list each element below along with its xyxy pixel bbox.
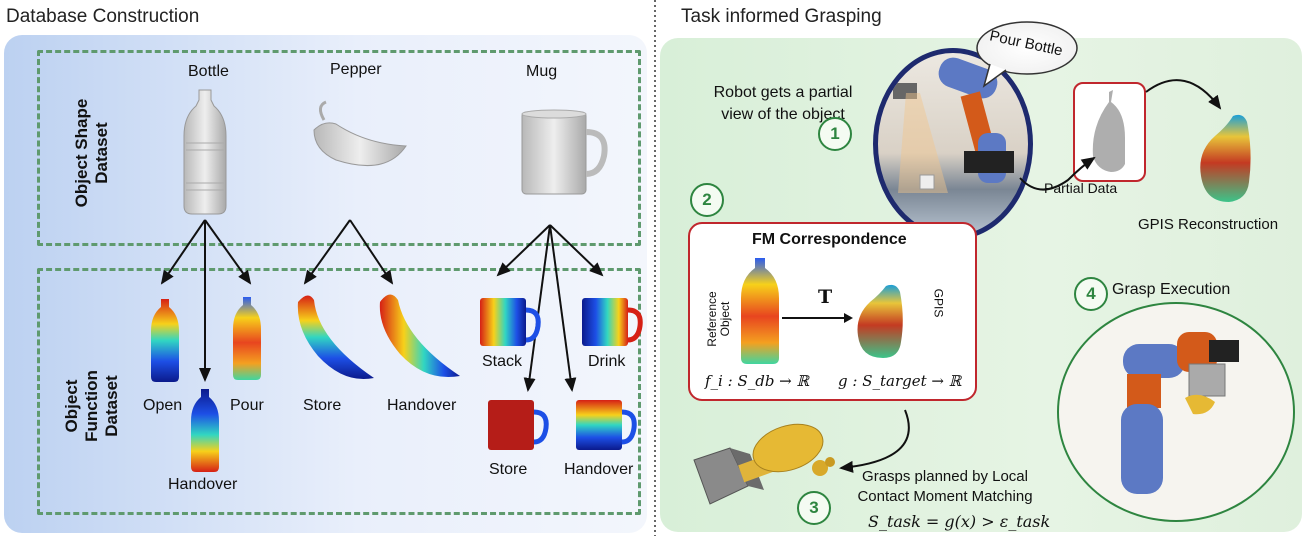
robot-arm-icon — [893, 57, 1014, 193]
section-divider — [654, 0, 656, 536]
step-3-circle: 3 — [797, 491, 831, 525]
task-informed-grasping-title: Task informed Grasping — [681, 6, 882, 27]
pipeline-arrows — [839, 79, 1222, 473]
grasp-execution-label: Grasp Execution — [1112, 281, 1231, 298]
robot-view-ellipse — [873, 48, 1033, 240]
bottle-shape — [183, 89, 227, 215]
database-construction-title: Database Construction — [6, 6, 200, 27]
object-function-dataset-label: Object Function Dataset — [62, 370, 121, 442]
speech-bubble — [976, 21, 1078, 88]
f-equation: f_i : S_db → ℝ — [705, 372, 809, 390]
gpis-reconstruction-shape — [1200, 114, 1251, 202]
reference-object-label: Reference Object — [705, 291, 732, 347]
database-arrows — [160, 219, 604, 392]
task-equation: S_task = g(x) > ε_task — [868, 512, 1051, 531]
pepper-shape — [313, 100, 407, 166]
bottle-pour-heatmap — [233, 297, 261, 380]
fm-correspondence-box — [688, 222, 977, 401]
transform-symbol: T — [818, 286, 833, 308]
gripper-3d-icon — [693, 423, 835, 505]
bottle-open-heatmap — [151, 299, 179, 382]
step-4-circle: 4 — [1074, 277, 1108, 311]
mug-shape — [521, 109, 608, 195]
gpis-reconstruction-label: GPIS Reconstruction — [1138, 216, 1279, 233]
mug-label: Mug — [526, 63, 558, 80]
mug-store-label: Store — [489, 461, 528, 478]
mug-stack-heatmap — [480, 298, 541, 346]
g-equation: g : S_target → ℝ — [838, 372, 962, 390]
pepper-store-label: Store — [303, 397, 342, 414]
mug-handover-heatmap — [576, 400, 637, 450]
pepper-handover-label: Handover — [387, 397, 457, 414]
transform-arrow — [782, 313, 853, 323]
gpis-label: GPIS — [931, 288, 946, 318]
pepper-store-heatmap — [297, 295, 374, 380]
step-2-circle: 2 — [690, 183, 724, 217]
mug-drink-label: Drink — [588, 353, 626, 370]
bottle-label: Bottle — [188, 63, 229, 80]
grasps-planned-text: Grasps planned by Local Contact Moment M… — [857, 468, 1033, 505]
mug-stack-label: Stack — [482, 353, 523, 370]
object-function-dataset-box — [37, 268, 641, 515]
reference-bottle-heatmap — [741, 258, 779, 364]
grasp-execution-ellipse — [1057, 302, 1295, 522]
object-shape-dataset-label: Object Shape Dataset — [72, 98, 111, 208]
bottle-open-label: Open — [143, 397, 183, 414]
point-cloud-icon — [1092, 90, 1125, 172]
mug-store-heatmap — [488, 400, 549, 450]
pepper-handover-heatmap — [379, 294, 460, 378]
object-shape-dataset-box — [37, 50, 641, 246]
step-1-circle: 1 — [818, 117, 852, 151]
robot-grasp-scene — [1121, 332, 1239, 494]
mug-drink-heatmap — [582, 298, 643, 346]
target-gpis-heatmap — [857, 284, 903, 358]
robot-partial-view-text: Robot gets a partial view of the object — [713, 84, 853, 123]
bottle-handover-label: Handover — [168, 476, 238, 493]
bottle-handover-heatmap — [191, 389, 219, 472]
fm-correspondence-title: FM Correspondence — [752, 231, 907, 248]
bottle-pour-label: Pour — [230, 397, 264, 414]
mug-handover-label: Handover — [564, 461, 634, 478]
pepper-label: Pepper — [330, 61, 382, 78]
